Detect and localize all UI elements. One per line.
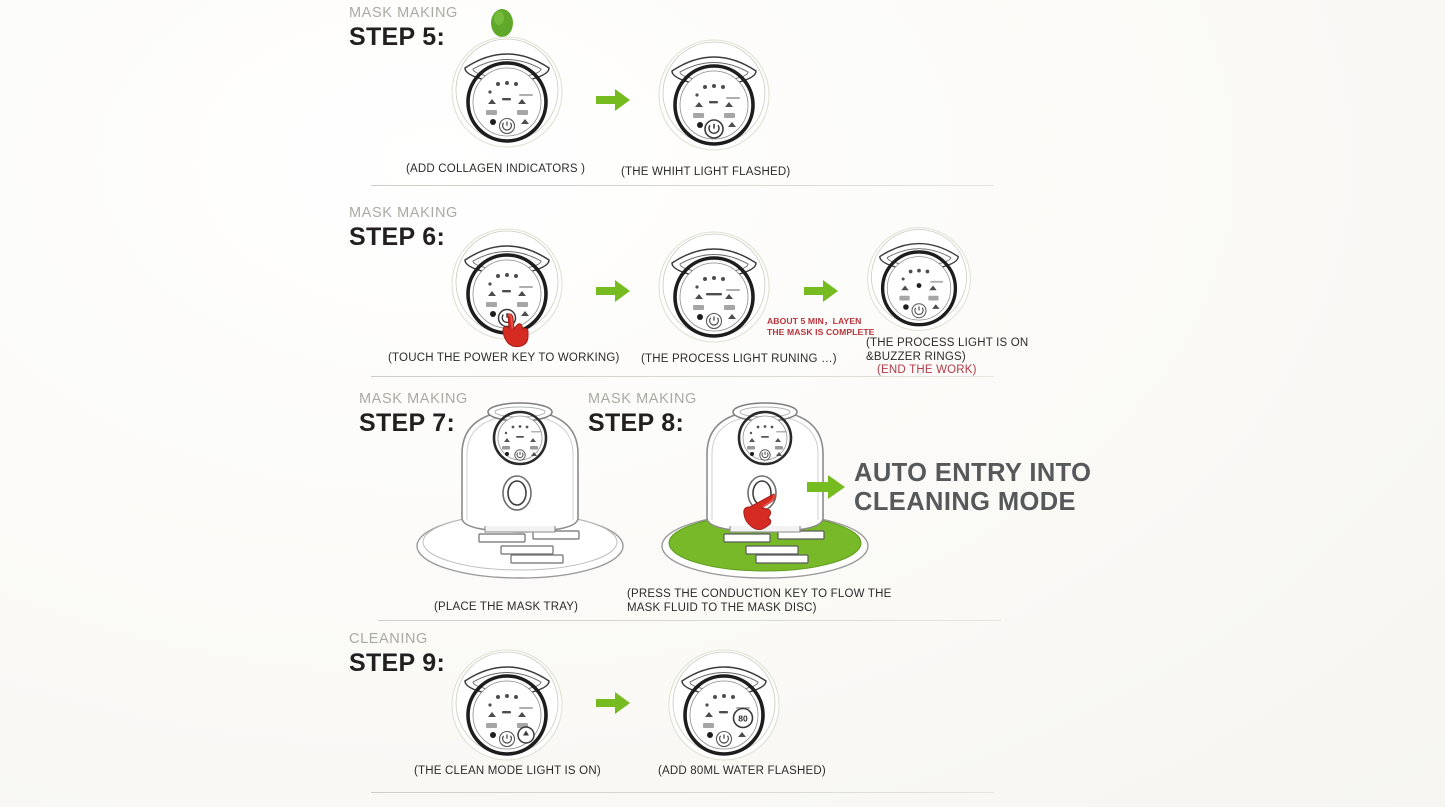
auto-cleaning-mode-text: AUTO ENTRY INTO CLEANING MODE [854,459,1092,516]
step-5-title: STEP 5: [349,22,446,51]
device-top-view [443,32,571,152]
step-6-title: STEP 6: [349,222,446,251]
device-badge-80: 80 [738,714,748,724]
collagen-pill-icon [489,8,515,43]
step-6-red-note: ABOUT 5 MIN，LAYEN THE MASK IS COMPLETE [767,316,875,337]
step-7-caption: (PLACE THE MASK TRAY) [434,601,579,613]
device-top-view: 80 [660,645,788,765]
step-9-caption-1: (THE CLEAN MODE LIGHT IS ON) [414,765,601,777]
step-8-heading: MASK MAKING STEP 8: [588,392,697,436]
hand-pointer-icon [730,485,780,538]
arrow-right-icon [805,473,847,506]
step-5-heading: MASK MAKING STEP 5: [349,6,458,50]
arrow-right-icon [802,278,840,309]
step-9-kicker: CLEANING [349,631,428,647]
step-6-caption-2: (THE PROCESS LIGHT RUNING …) [641,353,837,365]
section-divider [378,620,1001,621]
step-7-kicker: MASK MAKING [359,391,468,407]
step-9-caption-2: (ADD 80ML WATER FLASHED) [658,765,826,777]
step-7-heading: MASK MAKING STEP 7: [359,392,468,436]
device-top-view [650,227,778,347]
step-7-title: STEP 7: [359,408,456,437]
device-top-view [650,35,778,155]
arrow-right-icon [594,690,632,721]
section-divider [371,376,994,377]
step-5-kicker: MASK MAKING [349,5,458,21]
device-top-view [443,224,571,344]
arrow-right-icon [594,87,632,118]
step-6-caption-1: (TOUCH THE POWER KEY TO WORKING) [388,352,620,364]
step-5-caption-1: (ADD COLLAGEN INDICATORS ) [406,163,586,175]
section-divider [371,185,994,186]
hand-pointer-icon [494,308,534,353]
arrow-right-icon [594,278,632,309]
step-8-kicker: MASK MAKING [588,391,697,407]
step-9-title: STEP 9: [349,648,446,677]
step-6-end-note: (END THE WORK) [877,364,977,376]
step-6-caption-3: (THE PROCESS LIGHT IS ON &BUZZER RINGS) [866,337,1029,363]
step-6-heading: MASK MAKING STEP 6: [349,206,458,250]
step-9-heading: CLEANING STEP 9: [349,632,445,676]
section-divider [371,792,994,793]
step-5-caption-2: (THE WHIHT LIGHT FLASHED) [621,166,791,178]
step-8-title: STEP 8: [588,408,685,437]
device-top-view [859,223,979,335]
device-front-view [415,398,640,590]
device-front-view [660,398,885,590]
step-8-caption: (PRESS THE CONDUCTION KEY TO FLOW THE MA… [627,588,892,614]
device-top-view [443,645,571,765]
step-6-kicker: MASK MAKING [349,205,458,221]
